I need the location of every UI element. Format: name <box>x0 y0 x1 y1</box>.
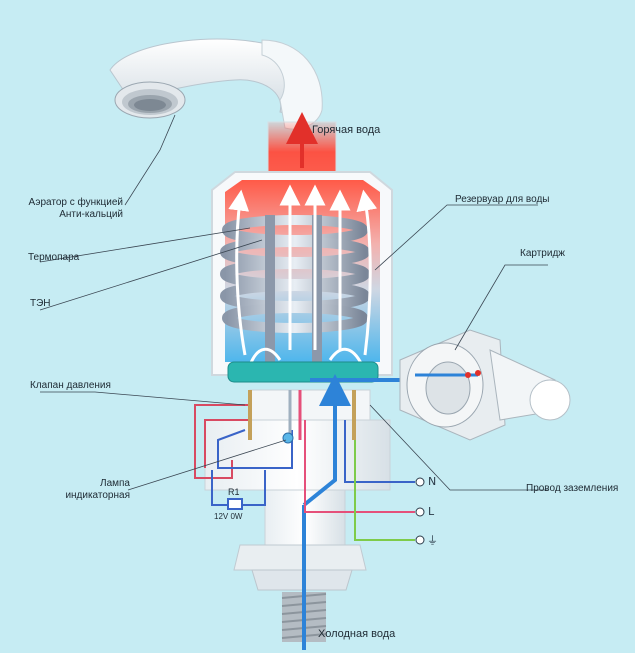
cold-water-label: Холодная вода <box>318 628 396 640</box>
thermocouple-label: Термопара <box>28 252 80 263</box>
cartridge-icon <box>399 329 571 441</box>
indicator-lamp-icon <box>282 432 294 444</box>
resistor-value-label: 12V 0W <box>214 512 243 521</box>
ground-wire-label: Провод заземления <box>526 483 619 494</box>
lamp-label: Лампа индикаторная <box>20 478 130 502</box>
terminal-ground-icon <box>415 535 425 545</box>
aerator-label-line2: Анти-кальций <box>59 209 123 220</box>
cartridge-label: Картридж <box>520 248 565 259</box>
flow-arrows <box>228 184 378 366</box>
aerator-label-line1: Аэратор с функцией <box>28 197 123 208</box>
leader-lines <box>39 114 548 491</box>
aerator-label: Аэратор с функцией Анти-кальций <box>8 197 123 221</box>
hot-water-label: Горячая вода <box>312 124 381 136</box>
cold-water-path <box>302 374 400 650</box>
wiring <box>194 390 415 541</box>
terminal-l-icon <box>415 507 425 517</box>
terminal-n-label: N <box>428 475 437 488</box>
terminal-l-label: L <box>428 505 435 518</box>
aerator-icon <box>114 81 186 119</box>
reservoir-label: Резервуар для воды <box>455 194 550 205</box>
terminal-n-icon <box>415 477 425 487</box>
terminal-ground-label: ⏚ <box>427 534 438 547</box>
pressure-valve-label: Клапан давления <box>30 380 111 391</box>
faucet-spout <box>109 38 323 130</box>
lamp-label-line1: Лампа <box>100 478 130 489</box>
resistor-name-label: R1 <box>228 487 240 497</box>
lamp-label-line2: индикаторная <box>65 490 130 501</box>
heating-coil <box>220 215 370 365</box>
heater-label: ТЭН <box>30 298 51 309</box>
